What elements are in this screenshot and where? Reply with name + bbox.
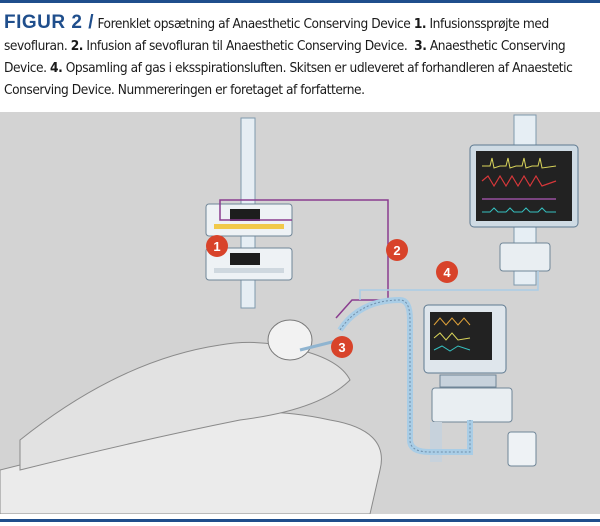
item-text: Opsamling af gas i eksspirationsluften. (65, 60, 287, 76)
figure-caption: FIGUR 2 / Forenklet opsætning af Anaesth… (4, 12, 596, 101)
patient-in-bed (0, 319, 382, 514)
item-number: 4. (50, 60, 63, 76)
item-number: 3. (414, 38, 427, 54)
figure-label: FIGUR 2 / (4, 12, 95, 33)
item-text: Anaesthetic Conserving Device. (4, 38, 566, 76)
marker-4: 4 (436, 261, 458, 283)
gas-sampling-line (359, 271, 539, 300)
svg-text:2: 2 (393, 243, 400, 258)
bottom-rule (0, 519, 600, 522)
infusion-line (219, 199, 389, 319)
svg-text:3: 3 (338, 340, 345, 355)
item-text: Infusion af sevofluran til Anaesthetic C… (86, 38, 408, 54)
item-number: 2. (70, 38, 84, 54)
infusion-pump-stand (205, 117, 293, 309)
caption-note: Skitsen er udleveret af forhandleren af … (4, 60, 573, 98)
svg-text:4: 4 (443, 265, 451, 280)
top-rule (0, 0, 600, 3)
svg-text:1: 1 (213, 239, 220, 254)
item-number: 1. (413, 16, 427, 32)
caption-intro: Forenklet opsætning af Anaesthetic Conse… (97, 16, 411, 32)
item-text: Infusionssprøjte med sevofluran. (4, 16, 549, 54)
marker-2: 2 (386, 239, 408, 261)
marker-3: 3 (331, 336, 353, 358)
setup-illustration: 1 2 3 4 (0, 112, 600, 514)
marker-1: 1 (206, 235, 228, 257)
patient-monitor (469, 114, 579, 286)
